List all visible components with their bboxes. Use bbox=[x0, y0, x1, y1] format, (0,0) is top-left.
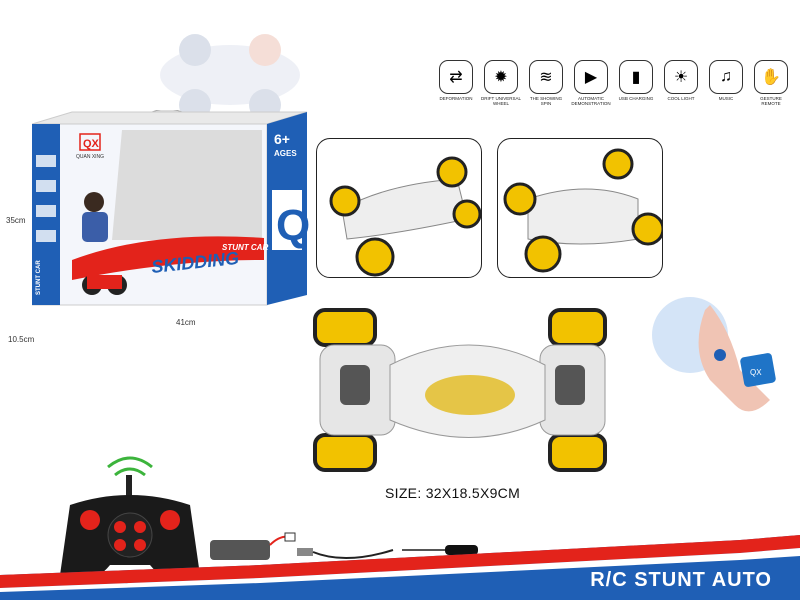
light-icon: ☀ bbox=[664, 60, 698, 94]
feature-light: ☀ COOL LIGHT bbox=[660, 60, 702, 102]
feature-play: ▶ AUTOMATIC DEMONSTRATION bbox=[570, 60, 612, 107]
feature-label: GESTURE REMOTE bbox=[760, 96, 782, 106]
product-box: Q 6+ AGES QX QUAN XING SKIDDING STUNT CA… bbox=[32, 110, 310, 306]
feature-sidewinding: ≋ THE SHOWING SPIN bbox=[525, 60, 567, 107]
car-top-view bbox=[313, 308, 607, 472]
car-transforming-image-2 bbox=[503, 148, 662, 273]
car-photo-panel-1 bbox=[316, 138, 482, 278]
battery-icon: ▮ bbox=[619, 60, 653, 94]
battery-pack bbox=[210, 532, 296, 560]
feature-drift-wheel: ✹ DRIFT UNIVERSAL WHEEL bbox=[480, 60, 522, 107]
gesture-icon: ✋ bbox=[754, 60, 788, 94]
box-product-subname: STUNT CAR bbox=[222, 243, 268, 252]
feature-music: ♫ MUSIC bbox=[705, 60, 747, 102]
feature-label: DRIFT UNIVERSAL WHEEL bbox=[481, 96, 521, 106]
car-transforming-image-1 bbox=[329, 156, 481, 277]
feature-battery: ▮ USB CHARGING bbox=[615, 60, 657, 102]
box-brand-logo: QX bbox=[83, 138, 100, 150]
feature-label: COOL LIGHT bbox=[667, 96, 695, 101]
box-side-text: STUNT CAR bbox=[36, 260, 42, 295]
remote-controller bbox=[60, 456, 200, 581]
feature-label: MUSIC bbox=[718, 96, 734, 101]
box-age-unit: AGES bbox=[274, 149, 297, 158]
play-icon: ▶ bbox=[574, 60, 608, 94]
gesture-watch-hand: QX bbox=[652, 297, 776, 412]
usb-cable bbox=[297, 548, 394, 559]
feature-label: USB CHARGING bbox=[618, 96, 654, 101]
feature-label: AUTOMATIC DEMONSTRATION bbox=[571, 96, 611, 106]
box-height-dimension: 35cm bbox=[6, 216, 26, 225]
box-width-dimension: 41cm bbox=[176, 318, 196, 327]
product-title: R/C STUNT AUTO bbox=[590, 569, 772, 591]
music-icon: ♫ bbox=[709, 60, 743, 94]
feature-deformation: ⇄ DEFORMATION bbox=[435, 60, 477, 102]
deformation-icon: ⇄ bbox=[439, 60, 473, 94]
box-depth-dimension: 10.5cm bbox=[8, 335, 35, 344]
watch-label: QX bbox=[750, 368, 762, 377]
drift-wheel-icon: ✹ bbox=[484, 60, 518, 94]
sidewinding-icon: ≋ bbox=[529, 60, 563, 94]
product-size-label: SIZE: 32X18.5X9CM bbox=[385, 485, 521, 501]
feature-label: DEFORMATION bbox=[439, 96, 473, 101]
bottom-banner bbox=[0, 535, 800, 600]
feature-label: THE SHOWING SPIN bbox=[529, 96, 563, 106]
feature-gesture: ✋ GESTURE REMOTE bbox=[750, 60, 792, 107]
hero-car-faded bbox=[160, 34, 300, 121]
car-photo-panel-2 bbox=[497, 138, 663, 278]
box-brand-sub: QUAN XING bbox=[76, 154, 104, 160]
box-age: 6+ bbox=[274, 131, 290, 147]
screwdriver bbox=[402, 545, 478, 555]
box-side-letter: Q bbox=[276, 201, 310, 250]
